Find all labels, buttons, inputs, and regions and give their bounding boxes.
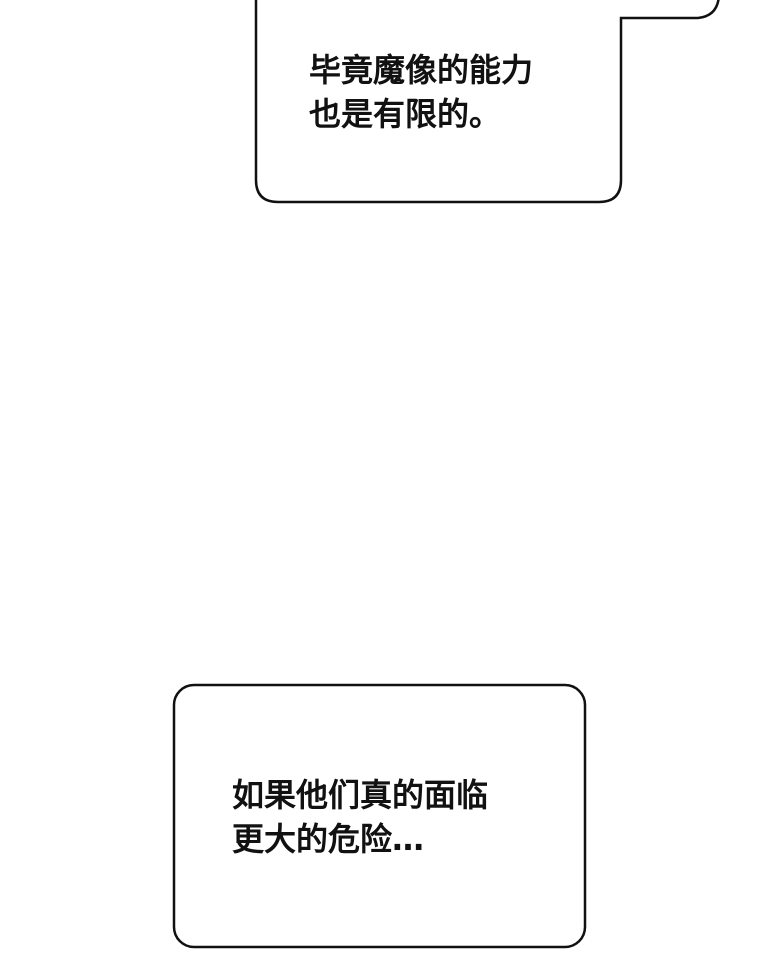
speech-bubble-top [254, 0, 720, 204]
bubble-text-line: 毕竟魔像的能力 [309, 51, 534, 89]
speech-bubble-bottom [172, 683, 587, 949]
bubble-bottom-text: 如果他们真的面临 更大的危险… [232, 773, 488, 861]
bubble-text-line: 更大的危险… [232, 820, 425, 858]
bubble-text-line: 也是有限的。 [309, 95, 502, 133]
bubble-text-line: 如果他们真的面临 [232, 776, 489, 814]
bubble-top-text: 毕竟魔像的能力 也是有限的。 [309, 48, 533, 136]
